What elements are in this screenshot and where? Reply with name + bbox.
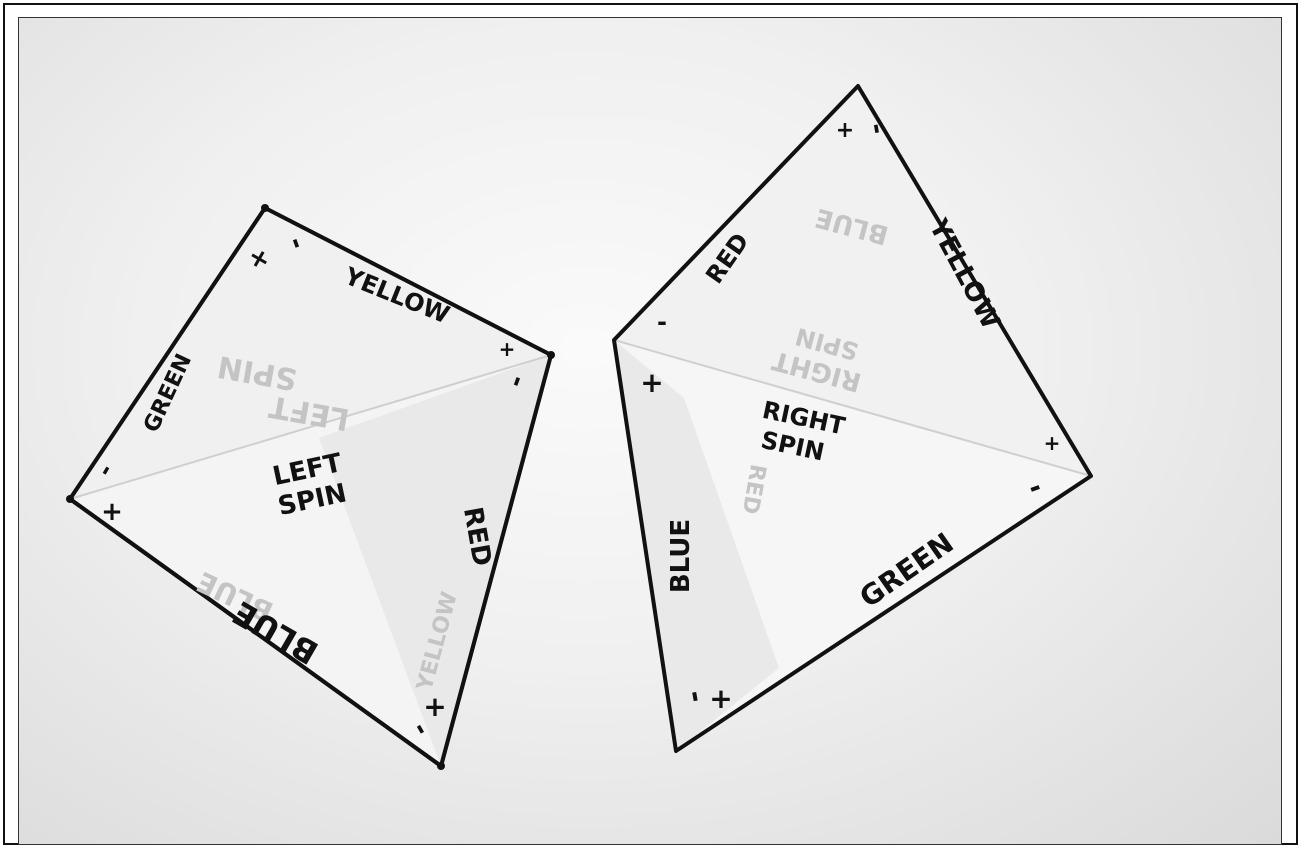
right-sign-right-plus: + xyxy=(1044,431,1061,455)
left-sign-left-plus: + xyxy=(101,497,123,527)
left-kite-corner-left xyxy=(66,495,74,503)
left-kite: LEFT SPIN BLUE YELLOW YELLOW GREEN RED B… xyxy=(66,204,555,770)
right-sign-bottom-plus: + xyxy=(709,682,732,715)
right-kite: RIGHT SPIN BLUE RED YELLOW RED BLUE GREE… xyxy=(614,86,1091,751)
left-kite-corner-right xyxy=(547,351,555,359)
right-sign-top-plus: + xyxy=(836,118,854,143)
left-sign-right-plus: + xyxy=(499,337,516,361)
right-sign-left-plus: + xyxy=(640,366,663,399)
left-sign-bottom-plus: + xyxy=(423,690,446,723)
photograph: LEFT SPIN BLUE YELLOW YELLOW GREEN RED B… xyxy=(18,17,1282,845)
right-sign-left-minus: - xyxy=(657,308,667,336)
left-kite-corner-top xyxy=(261,204,269,212)
photo-scene: LEFT SPIN BLUE YELLOW YELLOW GREEN RED B… xyxy=(19,18,1282,845)
right-label-blue: BLUE xyxy=(666,519,696,593)
left-kite-corner-bottom xyxy=(437,762,445,770)
